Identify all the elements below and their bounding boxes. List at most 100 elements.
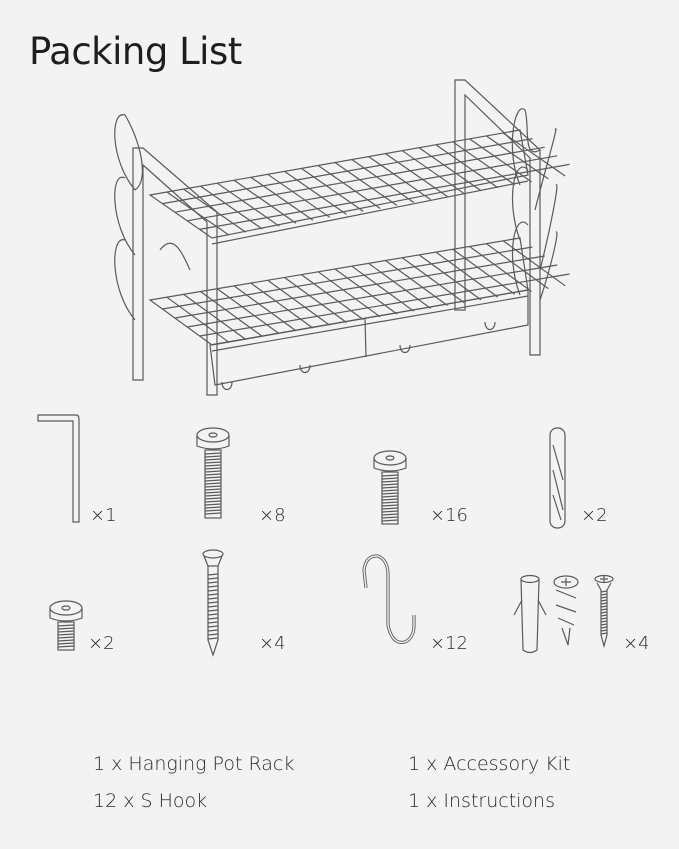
shelf-wire — [174, 146, 545, 213]
shelf-wire — [301, 167, 364, 212]
part-quantity: ×4 — [259, 633, 286, 654]
thread — [204, 479, 222, 482]
shelf-wire — [351, 159, 415, 204]
shelf-wire — [200, 291, 263, 338]
thread — [204, 485, 222, 488]
thread — [381, 507, 399, 510]
shelf-wire — [250, 282, 314, 329]
shelf-lip — [211, 180, 529, 245]
shelf-wire — [267, 173, 331, 218]
thread — [600, 617, 608, 620]
thread — [57, 630, 75, 633]
thread — [57, 642, 75, 645]
thread — [204, 476, 222, 479]
thread — [57, 645, 75, 648]
shelf-wire — [233, 179, 297, 224]
s-hook-icon — [362, 554, 416, 644]
shelf-wire — [317, 164, 381, 209]
thread — [600, 623, 608, 626]
thread — [381, 501, 399, 504]
shelf-wire — [401, 257, 465, 304]
thread — [381, 483, 399, 486]
thread — [207, 633, 219, 636]
thread — [600, 629, 608, 632]
thread — [381, 498, 399, 501]
shelf-wire — [166, 191, 230, 236]
thread — [207, 621, 219, 624]
shelf-wire — [334, 162, 398, 206]
shelf-wire — [435, 251, 499, 298]
shelf-wire — [199, 163, 570, 230]
thread — [204, 470, 222, 473]
thread — [207, 613, 219, 616]
thread — [381, 519, 399, 522]
pot-rack-drawing — [114, 79, 570, 396]
shelf-wire — [162, 246, 533, 310]
thread — [207, 617, 219, 620]
thread — [381, 510, 399, 513]
shelf-wire — [183, 188, 246, 233]
thread — [600, 632, 608, 635]
shelf-wire — [368, 262, 431, 309]
shelf-wire — [385, 260, 448, 307]
thread — [381, 492, 399, 495]
thread — [381, 516, 399, 519]
part-quantity: ×1 — [90, 505, 117, 526]
thread — [207, 589, 219, 592]
shelf-wire — [162, 138, 533, 205]
thread — [207, 573, 219, 576]
shelf — [148, 237, 529, 346]
shelf-wire — [183, 293, 246, 340]
thread — [204, 509, 222, 512]
thread — [600, 596, 608, 599]
thread — [207, 601, 219, 604]
thread — [57, 639, 75, 642]
shelf-wire — [452, 141, 516, 186]
thread — [204, 455, 222, 458]
shelf-wire — [486, 243, 549, 290]
thread — [381, 513, 399, 516]
shelf-wire — [216, 288, 280, 335]
contents-item: 12 x S Hook — [93, 790, 208, 812]
thread — [381, 474, 399, 477]
thread — [207, 609, 219, 612]
thread — [204, 488, 222, 491]
shelf-wire — [301, 274, 364, 321]
thread — [600, 620, 608, 623]
thread — [207, 597, 219, 600]
shelf-wire — [469, 245, 532, 292]
shelf-wire — [166, 296, 230, 343]
shelf-wire — [435, 144, 499, 189]
long-bolt-icon — [196, 427, 230, 519]
thread — [600, 602, 608, 605]
thread — [204, 464, 222, 467]
thread — [204, 497, 222, 500]
shelf-wire — [267, 279, 331, 326]
thread — [600, 611, 608, 614]
shelf-lip — [211, 295, 529, 352]
thread — [204, 506, 222, 509]
shelf-wire — [187, 155, 558, 222]
shelf-wire — [250, 176, 314, 221]
thread — [381, 477, 399, 480]
thread — [207, 581, 219, 584]
thread — [207, 585, 219, 588]
thread — [600, 626, 608, 629]
shelf-wire — [351, 265, 415, 312]
contents-item: 1 x Hanging Pot Rack — [93, 753, 295, 775]
thread — [204, 500, 222, 503]
thread — [381, 489, 399, 492]
thread — [204, 512, 222, 515]
shelf-wire — [284, 170, 347, 215]
shelf-wire — [200, 185, 263, 230]
thread — [204, 452, 222, 455]
shelf-wire — [187, 264, 558, 328]
page-title: Packing List — [29, 30, 242, 73]
thread — [204, 461, 222, 464]
medium-bolt-icon — [373, 450, 407, 525]
thread — [57, 624, 75, 627]
thread — [204, 467, 222, 470]
thread — [207, 637, 219, 640]
shelf-wire — [502, 240, 566, 287]
thread — [204, 491, 222, 494]
